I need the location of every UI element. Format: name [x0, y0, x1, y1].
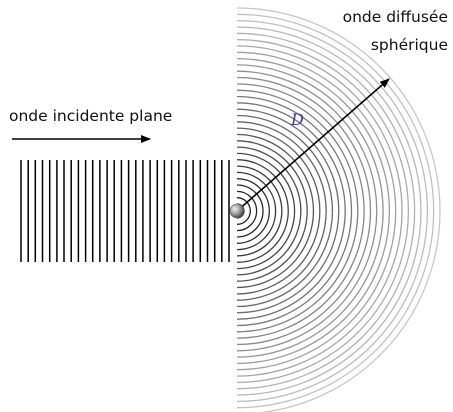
scattered-wave-label-line2: sphérique	[371, 36, 448, 54]
scattered-wavefront	[237, 65, 383, 357]
scattered-wavefront	[237, 103, 345, 319]
incident-plane-wave	[21, 160, 229, 262]
scattered-wavefront	[237, 52, 396, 369]
scattered-spherical-wave	[237, 8, 440, 412]
distance-label: D	[290, 110, 304, 129]
incident-wave-label: onde incidente plane	[9, 107, 172, 125]
scatterer-sphere	[230, 204, 244, 218]
scattered-wavefront	[237, 14, 434, 407]
scattered-wavefront	[237, 116, 332, 307]
scattered-wave-label-line1: onde diffusée	[343, 8, 448, 26]
scattered-wavefront	[237, 141, 307, 281]
